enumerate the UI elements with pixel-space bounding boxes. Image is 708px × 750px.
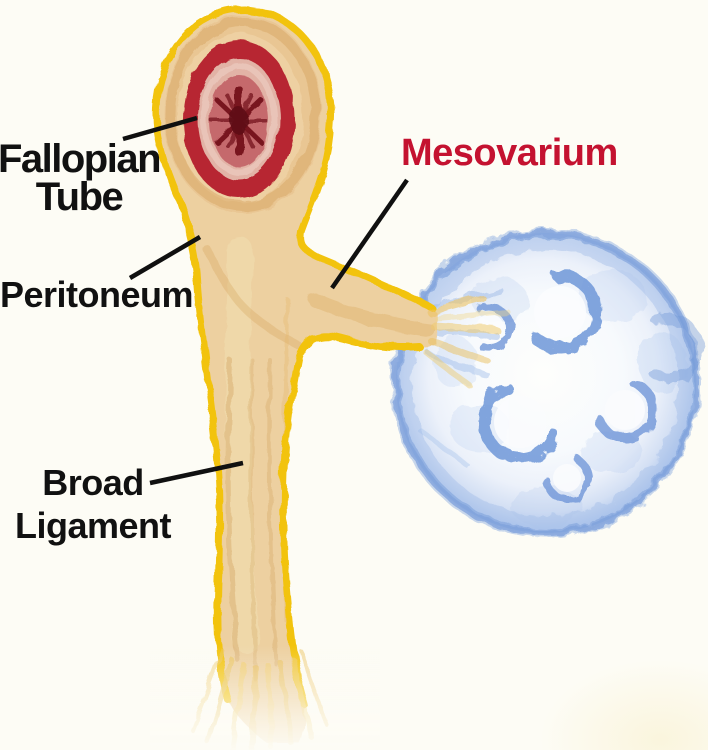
follicle-crescent — [466, 304, 514, 352]
label-fallopian-tube: Fallopian Tube — [0, 137, 162, 219]
bottom-fade — [150, 645, 380, 750]
label-peritoneum: Peritoneum — [0, 274, 194, 315]
background-tint — [540, 660, 708, 750]
mesovarium-transition-streaks — [423, 294, 511, 389]
bulb-shade-ring — [165, 17, 321, 211]
pointer-line-fallopian-tube — [122, 115, 198, 142]
follicle-crescent — [592, 377, 658, 443]
label-broad-ligament: Broad Ligament — [14, 462, 172, 546]
follicle-crescent — [542, 452, 592, 503]
pointer-lines — [122, 115, 409, 486]
pointer-line-broad-ligament — [149, 460, 244, 486]
ovary-sketch — [391, 228, 703, 538]
follicle-crescent — [478, 380, 562, 464]
ovary-rim-inner-shading — [399, 236, 693, 530]
ovary-rim — [393, 230, 699, 536]
pointer-line-mesovarium — [330, 178, 409, 290]
fallopian-tube-cross-section — [183, 40, 295, 198]
tube-lumen-center — [230, 107, 248, 135]
follicle-crescent — [633, 313, 703, 383]
peritoneum-yellow-edge — [152, 5, 435, 709]
label-mesovarium: Mesovarium — [401, 132, 618, 174]
follicle-crescent — [518, 270, 602, 354]
ovary-rim-outer-shading — [391, 228, 701, 538]
ovary-hilum-wisps — [417, 287, 503, 469]
tube-highlight-ring — [201, 63, 277, 175]
pointer-line-peritoneum — [128, 235, 202, 280]
follicle-crescents — [466, 270, 703, 503]
